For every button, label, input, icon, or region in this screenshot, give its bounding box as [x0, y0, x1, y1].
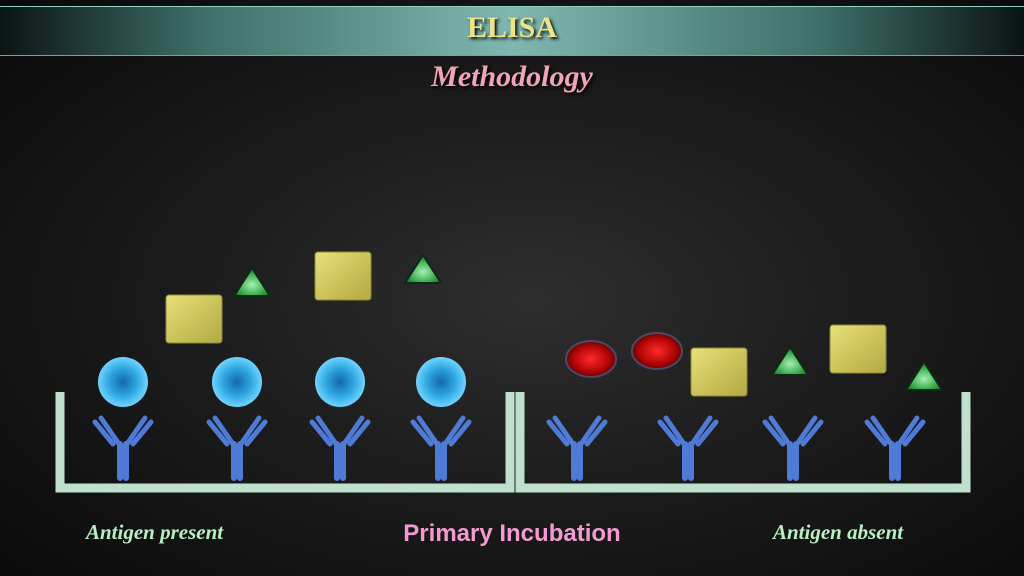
capture-antibody — [765, 418, 821, 478]
capture-antibody — [95, 418, 151, 478]
page-title: ELISA — [466, 11, 558, 44]
page-subtitle: Methodology — [431, 60, 593, 93]
capture-antibody — [413, 418, 469, 478]
nonspecific-protein-square — [314, 251, 372, 301]
well-right — [515, 392, 971, 493]
nonspecific-protein-triangle — [905, 361, 943, 391]
nonspecific-protein-oval — [631, 332, 683, 370]
bound-antigen — [98, 357, 148, 407]
nonspecific-protein-square — [165, 294, 223, 344]
capture-antibody — [209, 418, 265, 478]
label-primary-incubation: Primary Incubation — [403, 520, 621, 547]
nonspecific-protein-triangle — [233, 267, 271, 297]
nonspecific-protein-oval — [565, 340, 617, 378]
capture-antibody — [867, 418, 923, 478]
nonspecific-protein-triangle — [404, 254, 442, 284]
nonspecific-protein-triangle — [771, 346, 809, 376]
label-antigen-present: Antigen present — [86, 520, 224, 544]
bound-antigen — [212, 357, 262, 407]
nonspecific-protein-square — [829, 324, 887, 374]
well-left — [55, 392, 515, 493]
title-banner — [0, 6, 1024, 56]
bound-antigen — [416, 357, 466, 407]
nonspecific-protein-square — [690, 347, 748, 397]
capture-antibody — [549, 418, 605, 478]
label-antigen-absent: Antigen absent — [773, 520, 904, 544]
capture-antibody — [312, 418, 368, 478]
capture-antibody — [660, 418, 716, 478]
bound-antigen — [315, 357, 365, 407]
